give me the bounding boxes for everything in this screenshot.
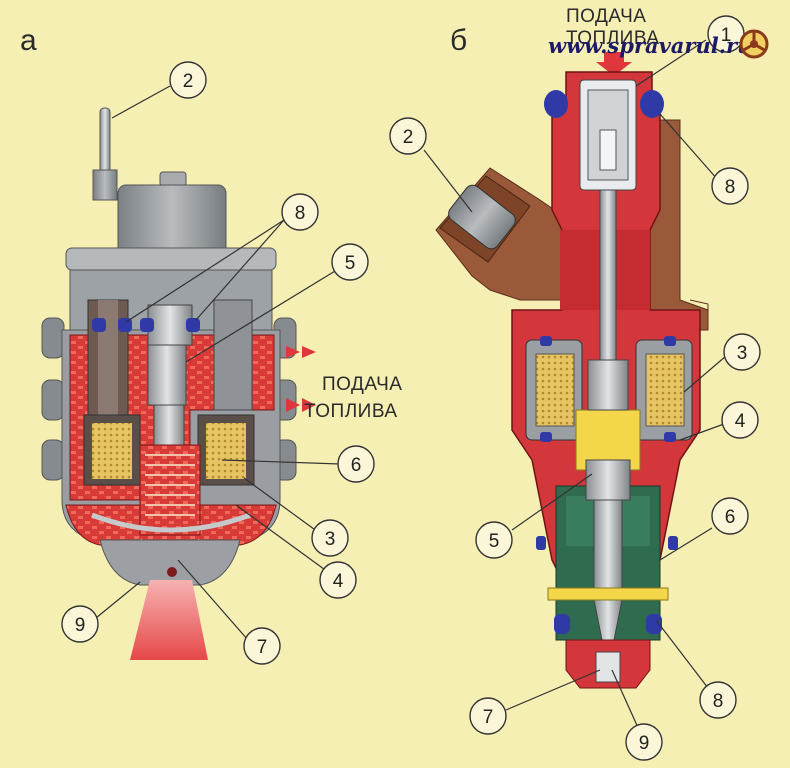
leader-lines-a	[95, 85, 341, 641]
callout-a-3: 3	[311, 519, 349, 557]
o-ring-seals	[92, 318, 200, 332]
electrical-terminal	[92, 107, 118, 201]
svg-text:2: 2	[183, 71, 194, 92]
solenoid-coils-b	[525, 339, 693, 441]
panel-a: а	[20, 24, 402, 665]
panel-b: б ПОДАЧА ТОПЛИВА	[389, 6, 761, 761]
site-url-text: www.spravarul.ru	[548, 33, 752, 58]
fuel-spray-cone	[130, 580, 208, 660]
nozzle-body	[99, 539, 241, 586]
svg-text:2: 2	[403, 127, 414, 148]
svg-text:6: 6	[351, 455, 362, 476]
fuel-supply-label-b-line1: ПОДАЧА	[566, 6, 646, 27]
solenoid-coils	[83, 414, 255, 486]
callout-b-8-top: 8	[711, 167, 749, 205]
svg-text:4: 4	[735, 411, 746, 432]
injector-top-cap	[117, 171, 227, 256]
callout-b-4: 4	[721, 401, 759, 439]
svg-text:5: 5	[489, 531, 500, 552]
callout-a-8: 8	[281, 193, 319, 231]
fuel-supply-label-a-line1: ПОДАЧА	[322, 374, 402, 395]
svg-text:9: 9	[75, 615, 86, 636]
svg-text:3: 3	[325, 529, 336, 550]
callout-b-2: 2	[389, 117, 427, 155]
callout-a-2: 2	[169, 61, 207, 99]
svg-text:8: 8	[725, 177, 736, 198]
svg-text:9: 9	[639, 733, 650, 754]
callouts-a: 2 8 5 6 3 4 9	[61, 61, 375, 665]
fuel-supply-label-b-line2: ТОПЛИВА	[566, 28, 660, 49]
callout-a-5: 5	[331, 243, 369, 281]
armature-b	[575, 359, 641, 471]
steering-wheel-icon	[739, 29, 769, 59]
svg-text:7: 7	[257, 637, 268, 658]
leader-lines-b	[423, 39, 727, 733]
callout-b-9: 9	[625, 723, 663, 761]
svg-text:7: 7	[483, 707, 494, 728]
armature-shaft-b	[599, 189, 617, 371]
nozzle-tip-b	[565, 639, 651, 689]
spacer-ring-b	[547, 587, 669, 601]
svg-text:4: 4	[333, 571, 344, 592]
o-ring-seals-b	[536, 90, 678, 634]
svg-text:3: 3	[737, 343, 748, 364]
callout-b-8-bottom: 8	[699, 681, 737, 719]
svg-text:8: 8	[295, 203, 306, 224]
callout-b-7: 7	[469, 697, 507, 735]
callout-a-9: 9	[61, 605, 99, 643]
panel-b-letter: б	[450, 24, 467, 57]
callout-b-5: 5	[475, 521, 513, 559]
site-watermark: www.spravarul.ru	[548, 29, 769, 59]
panel-a-letter: а	[20, 24, 37, 57]
callout-a-6: 6	[337, 445, 375, 483]
return-spring	[139, 444, 201, 536]
callout-b-3: 3	[723, 333, 761, 371]
svg-text:1: 1	[721, 25, 732, 46]
inlet-filter	[579, 79, 637, 191]
svg-text:6: 6	[725, 507, 736, 528]
svg-text:5: 5	[345, 253, 356, 274]
callout-b-6: 6	[711, 497, 749, 535]
callouts-b: 1 2 8 3 4 5 6	[389, 15, 761, 761]
callout-a-7: 7	[243, 627, 281, 665]
svg-text:8: 8	[713, 691, 724, 712]
callout-a-4: 4	[319, 561, 357, 599]
fuel-supply-label-a-line2: ТОПЛИВА	[304, 401, 398, 422]
fuel-inlet-arrows-a	[286, 346, 316, 412]
fuel-inlet-arrow-b	[596, 52, 632, 76]
